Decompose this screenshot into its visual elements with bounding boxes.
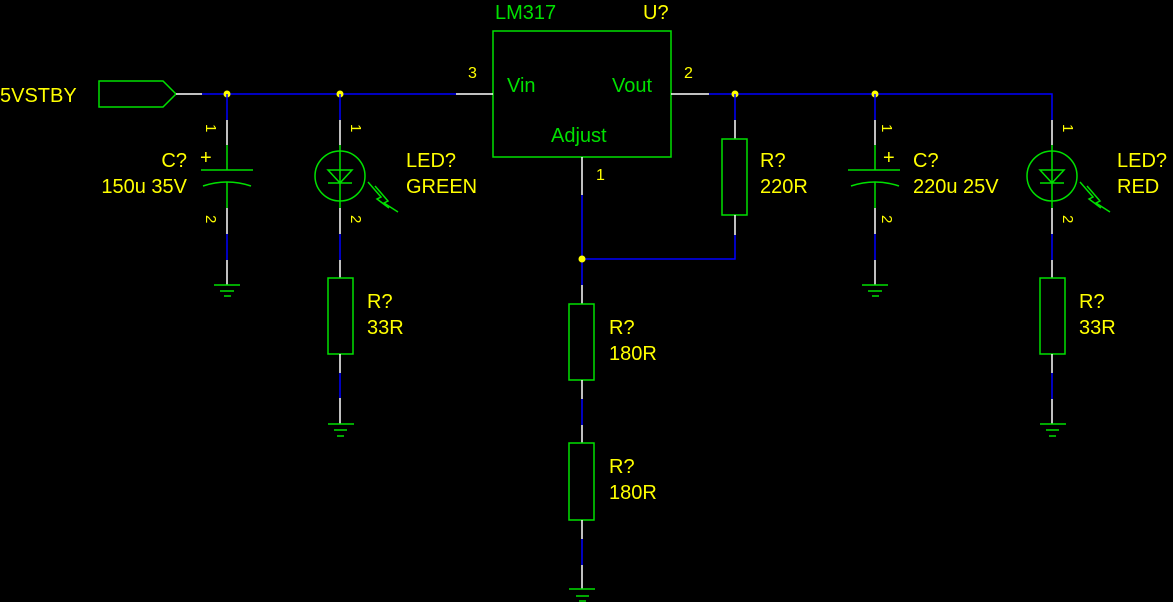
r-top-value: 220R xyxy=(760,176,808,198)
led-red-pin1-number: 1 xyxy=(1059,124,1076,132)
light-arrow-icon xyxy=(1079,181,1102,209)
resistor-r-adj1[interactable]: R? 180R xyxy=(568,285,657,425)
pin-adjust-number: 1 xyxy=(596,167,605,184)
ground-symbol-cin xyxy=(214,284,240,297)
r-adj1-value: 180R xyxy=(609,343,657,365)
led-green-value: GREEN xyxy=(406,176,477,198)
r-green-designator: R? xyxy=(367,291,393,313)
led-green-triangle xyxy=(326,169,354,185)
light-arrow-icon xyxy=(367,181,390,209)
pin-vin-name: Vin xyxy=(507,75,536,97)
junction-adjust xyxy=(578,255,586,263)
r-adj1-designator: R? xyxy=(609,317,635,339)
port-net-name: 5VSTBY xyxy=(0,85,77,107)
led-red-designator: LED? xyxy=(1117,150,1167,172)
resistor-r-adj2[interactable]: R? 180R xyxy=(568,425,657,589)
ground-symbol-r-adj xyxy=(569,588,595,602)
resistor-r-top[interactable]: R? 220R xyxy=(721,94,808,235)
pin-adjust-name: Adjust xyxy=(551,125,607,147)
cin-pin1-number: 1 xyxy=(202,124,219,132)
led-red-triangle xyxy=(1038,169,1066,185)
regulator-part: LM317 xyxy=(495,2,556,24)
wire-output-rail[interactable] xyxy=(709,93,1053,120)
power-port-5vstby[interactable]: 5VSTBY xyxy=(0,80,202,108)
r-adj2-designator: R? xyxy=(609,456,635,478)
led-green-pin1-number: 1 xyxy=(347,124,364,132)
r-red-designator: R? xyxy=(1079,291,1105,313)
ground-symbol-cout xyxy=(862,284,888,297)
ground-symbol-r-red xyxy=(1040,423,1066,437)
cout-designator: C? xyxy=(913,150,939,172)
led-red-pin2-number: 2 xyxy=(1059,215,1076,223)
r-top-body xyxy=(721,138,748,216)
r-top-designator: R? xyxy=(760,150,786,172)
r-green-body xyxy=(327,277,354,355)
cout-polarity: + xyxy=(883,147,895,169)
r-adj2-body xyxy=(568,442,595,521)
wire-r-top-to-adjust[interactable] xyxy=(582,235,736,260)
light-arrow-icon xyxy=(374,185,399,213)
led-green-pin2-number: 2 xyxy=(347,215,364,223)
capacitor-cin[interactable]: + 1 2 C? 150u 35V xyxy=(101,94,253,285)
regulator-lm317[interactable]: LM317 U? 3 Vin 2 Vout 1 Adjust xyxy=(456,2,709,195)
port-shape xyxy=(98,80,178,108)
regulator-designator: U? xyxy=(643,2,669,24)
r-red-body xyxy=(1039,277,1066,355)
led-green[interactable]: 1 2 LED? GREEN xyxy=(314,94,477,278)
pin-vout-number: 2 xyxy=(684,65,693,82)
r-red-value: 33R xyxy=(1079,317,1116,339)
ground-symbol-r-green xyxy=(328,423,354,437)
cout-value: 220u 25V xyxy=(913,176,999,198)
cout-pin1-number: 1 xyxy=(878,124,895,132)
cin-designator: C? xyxy=(161,150,187,172)
resistor-r-red[interactable]: R? 33R xyxy=(1039,277,1116,424)
cin-polarity: + xyxy=(200,147,212,169)
led-red[interactable]: 1 2 LED? RED xyxy=(1026,120,1167,278)
cin-value: 150u 35V xyxy=(101,176,187,198)
led-green-designator: LED? xyxy=(406,150,456,172)
r-adj1-body xyxy=(568,303,595,381)
r-adj2-value: 180R xyxy=(609,482,657,504)
cout-pin2-number: 2 xyxy=(878,215,895,223)
resistor-r-green[interactable]: R? 33R xyxy=(327,277,404,424)
pin-vin-number: 3 xyxy=(468,65,477,82)
capacitor-cout[interactable]: + 1 2 C? 220u 25V xyxy=(848,94,999,285)
pin-vout-name: Vout xyxy=(612,75,652,97)
light-arrow-icon xyxy=(1086,185,1111,213)
cin-pin2-number: 2 xyxy=(202,215,219,223)
r-green-value: 33R xyxy=(367,317,404,339)
led-red-value: RED xyxy=(1117,176,1159,198)
